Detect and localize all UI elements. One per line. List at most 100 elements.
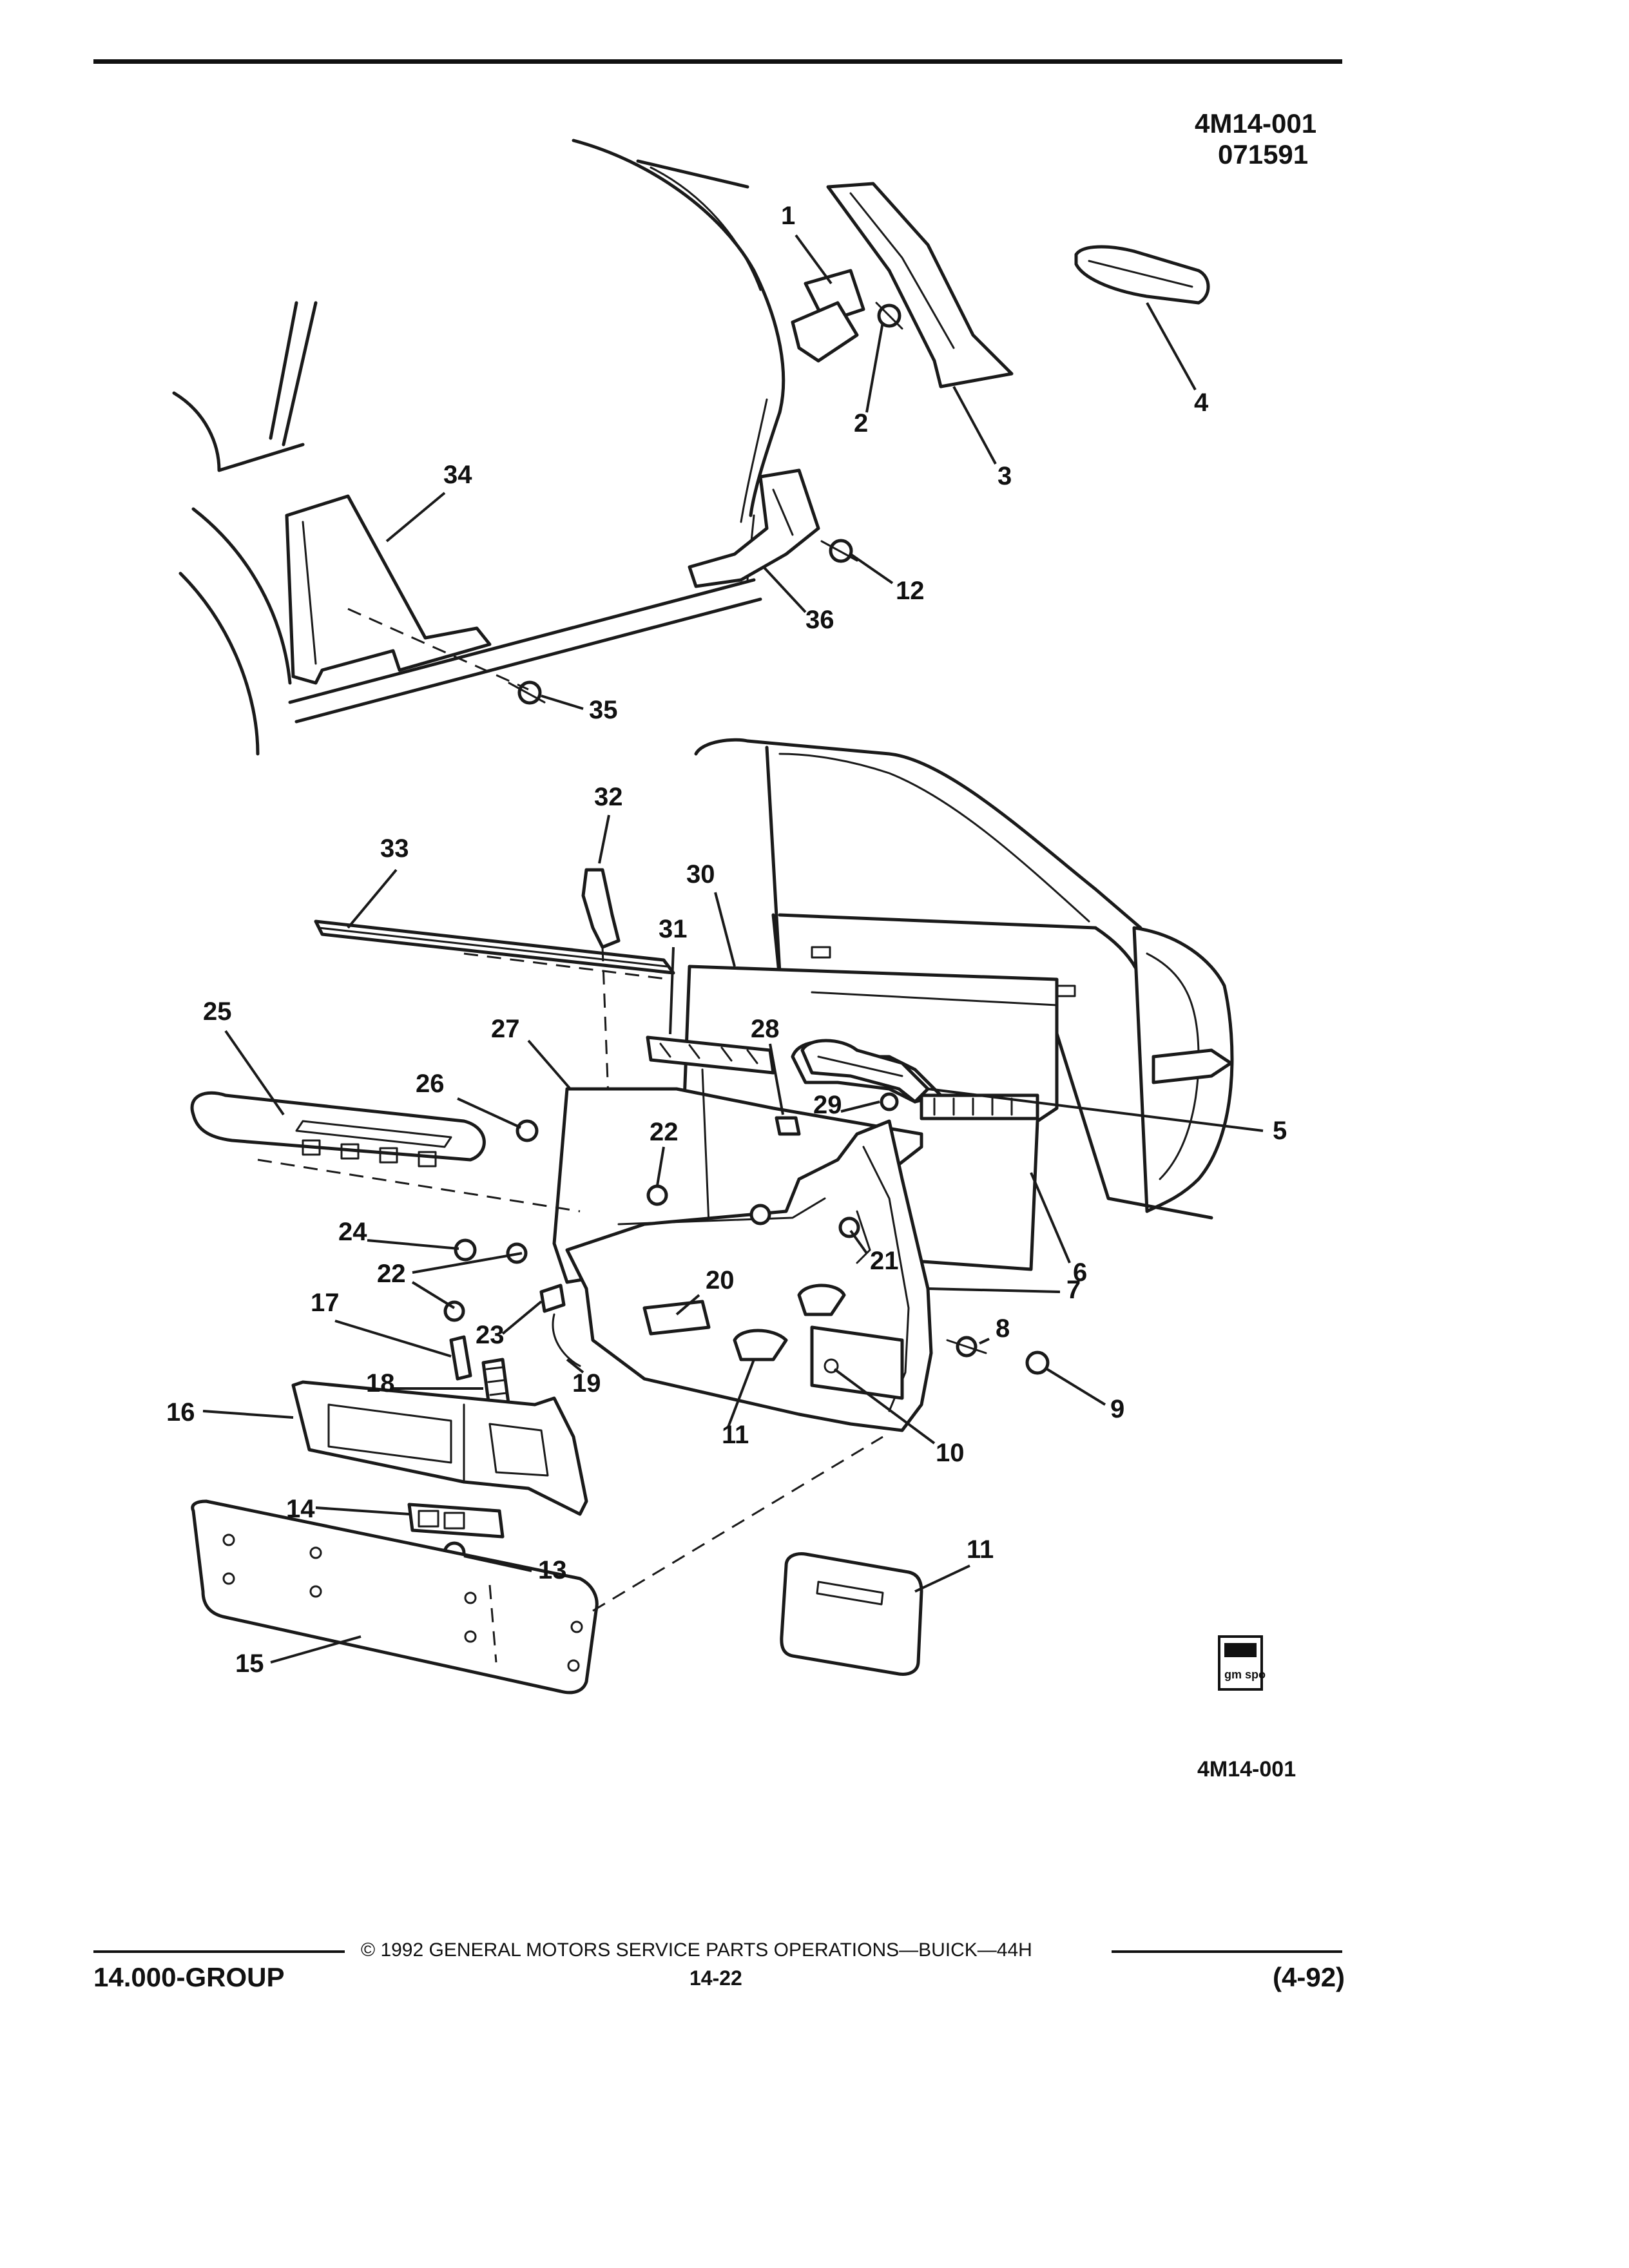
- logo-box: gm spo: [1218, 1635, 1266, 1691]
- trim-34: [285, 494, 492, 685]
- callout-1: 1: [781, 202, 795, 230]
- callout-16: 16: [166, 1398, 195, 1427]
- callout-leader-5: [927, 1088, 1264, 1132]
- callout-leader-12: [849, 553, 894, 584]
- callout-3: 3: [998, 462, 1012, 490]
- figure-reference: 4M14-001: [1197, 1757, 1296, 1782]
- callout-23: 23: [476, 1321, 505, 1349]
- fasteners-middle: [443, 1092, 1050, 1375]
- callout-35: 35: [589, 696, 618, 724]
- door-frame-illustration: [694, 738, 1234, 1220]
- callout-leader-7: [927, 1287, 1061, 1293]
- footer-page: 14-22: [689, 1966, 742, 1990]
- callout-leader-30: [714, 892, 736, 967]
- callout-leader-11: [727, 1359, 755, 1428]
- weatherstrip-33: [314, 919, 675, 981]
- callout-leader-25: [224, 1030, 285, 1116]
- callout-leader-32: [598, 814, 610, 864]
- callout-leader-15: [270, 1635, 361, 1664]
- date-code: 071591: [1218, 139, 1309, 169]
- callout-27: 27: [491, 1015, 520, 1043]
- callout-8: 8: [996, 1314, 1010, 1343]
- bezel-17-18: [449, 1335, 511, 1413]
- callout-9: 9: [1110, 1395, 1124, 1423]
- callout-leader-2: [865, 322, 884, 413]
- footer-rule-right: [1112, 1950, 1342, 1953]
- callout-leader-13: [463, 1555, 532, 1572]
- door-pull-5: [800, 1039, 930, 1104]
- callout-leader-34: [385, 492, 446, 543]
- callout-leader-23: [501, 1300, 543, 1335]
- callout-22: 22: [377, 1260, 406, 1288]
- callout-leader-11: [914, 1564, 970, 1593]
- callout-leader-26: [457, 1097, 521, 1129]
- callout-21: 21: [870, 1247, 899, 1275]
- callout-12: 12: [896, 577, 925, 605]
- callout-leader-28: [769, 1043, 784, 1115]
- callout-20: 20: [706, 1266, 735, 1294]
- callout-14: 14: [286, 1495, 315, 1523]
- callout-36: 36: [805, 606, 834, 634]
- callout-leader-22: [412, 1252, 523, 1274]
- callout-leader-29: [840, 1100, 880, 1113]
- callout-leader-3: [952, 386, 997, 465]
- pillar-molding-3: [826, 182, 1014, 389]
- callout-26: 26: [416, 1070, 445, 1098]
- callout-24: 24: [338, 1218, 367, 1246]
- callout-33: 33: [380, 834, 409, 863]
- callout-leader-9: [1046, 1368, 1106, 1406]
- callout-leader-6: [1030, 1172, 1071, 1264]
- callout-19: 19: [572, 1369, 601, 1398]
- callout-13: 13: [538, 1556, 567, 1584]
- callout-leader-35: [541, 695, 584, 710]
- callout-leader-22: [656, 1146, 665, 1186]
- callout-22: 22: [377, 1260, 406, 1288]
- lower-panel-15: [191, 1436, 883, 1695]
- callout-34: 34: [443, 461, 472, 489]
- callout-17: 17: [311, 1289, 340, 1317]
- callout-2: 2: [854, 409, 868, 437]
- footer-copyright: © 1992 GENERAL MOTORS SERVICE PARTS OPER…: [361, 1939, 1032, 1961]
- screws-upper: [347, 539, 858, 705]
- callout-leader-8: [979, 1338, 990, 1345]
- armrest-25: [190, 1091, 581, 1213]
- callout-5: 5: [1273, 1117, 1287, 1145]
- callout-25: 25: [203, 997, 232, 1026]
- callout-leader-10: [833, 1368, 936, 1445]
- footer-revision: (4-92): [1273, 1962, 1345, 1992]
- callout-leader-1: [795, 234, 833, 285]
- callout-leader-14: [315, 1506, 410, 1515]
- callout-leader-20: [675, 1294, 700, 1316]
- callout-32: 32: [594, 783, 623, 811]
- callout-6: 6: [1073, 1258, 1087, 1287]
- callout-11: 11: [722, 1421, 749, 1449]
- top-rule: [93, 59, 1342, 64]
- switch-housing-31: [646, 1035, 775, 1225]
- callout-leader-4: [1146, 302, 1197, 390]
- callout-leader-33: [347, 869, 398, 929]
- body-pillar-illustration: [172, 139, 786, 756]
- callout-11: 11: [967, 1535, 994, 1564]
- figure-code: 4M14-001: [1195, 108, 1317, 139]
- callout-leader-24: [367, 1239, 459, 1250]
- callout-30: 30: [686, 860, 715, 889]
- footer-group: 14.000-GROUP: [93, 1962, 285, 1992]
- footer-rule-left: [93, 1950, 345, 1953]
- lower-trim-16: [291, 1380, 588, 1516]
- callout-leader-36: [762, 566, 807, 613]
- svg-text:gm spo: gm spo: [1224, 1668, 1266, 1681]
- callout-leader-22: [411, 1281, 456, 1309]
- bezel-11: [780, 1552, 923, 1676]
- callout-leader-21: [849, 1229, 868, 1254]
- callout-leader-16: [202, 1410, 294, 1419]
- callout-7: 7: [1066, 1276, 1081, 1304]
- callout-15: 15: [235, 1649, 264, 1678]
- callout-leader-19: [566, 1358, 584, 1374]
- callout-22: 22: [650, 1118, 679, 1146]
- callout-18: 18: [366, 1369, 395, 1398]
- door-trim-panel-7: [565, 1119, 933, 1432]
- mirror-4: [1074, 245, 1210, 305]
- trim-36: [688, 468, 820, 588]
